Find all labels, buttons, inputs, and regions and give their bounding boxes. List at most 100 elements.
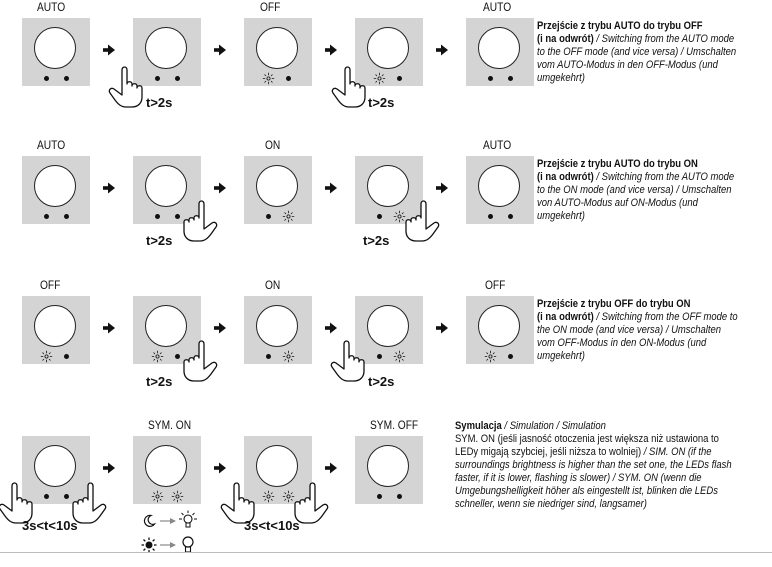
knob xyxy=(34,445,76,487)
arrow-right-icon xyxy=(325,462,337,474)
arrow-right-icon xyxy=(214,322,226,334)
knob xyxy=(145,165,187,207)
panel-label: AUTO xyxy=(37,0,66,14)
panel-label: SYM. OFF xyxy=(370,418,419,432)
switch-panel xyxy=(466,156,534,224)
led-off-icon xyxy=(377,354,382,359)
panel-label: OFF xyxy=(485,278,506,292)
led-lit-icon xyxy=(393,350,406,363)
led-lit-icon xyxy=(282,350,295,363)
led-off-icon xyxy=(508,214,513,219)
led-lit-icon xyxy=(151,350,164,363)
switch-panel xyxy=(244,296,312,364)
arrow-right-icon xyxy=(103,322,115,334)
time-label: t>2s xyxy=(368,95,395,110)
arrow-right-icon xyxy=(325,182,337,194)
led-off-icon xyxy=(397,76,402,81)
switch-panel xyxy=(466,18,534,86)
knob xyxy=(145,27,187,69)
led-off-icon xyxy=(44,76,49,81)
arrow-right-icon xyxy=(103,462,115,474)
knob xyxy=(34,27,76,69)
led-off-icon xyxy=(266,214,271,219)
knob xyxy=(34,165,76,207)
arrow-right-icon xyxy=(103,44,115,56)
led-off-icon xyxy=(44,214,49,219)
led-lit-icon xyxy=(484,350,497,363)
divider xyxy=(0,552,772,553)
led-off-icon xyxy=(64,76,69,81)
switch-panel xyxy=(22,436,90,504)
led-off-icon xyxy=(266,354,271,359)
knob xyxy=(367,27,409,69)
led-off-icon xyxy=(155,214,160,219)
hand-press-icon xyxy=(176,198,218,242)
led-off-icon xyxy=(175,214,180,219)
time-label: t>2s xyxy=(363,233,390,248)
led-lit-icon xyxy=(282,210,295,223)
led-off-icon xyxy=(488,214,493,219)
led-off-icon xyxy=(64,494,69,499)
arrow-right-icon xyxy=(214,182,226,194)
moon-icon xyxy=(143,514,156,527)
sun-icon xyxy=(141,537,157,553)
mode-description: Przejście z trybu OFF do trybu ON (i na … xyxy=(537,298,738,362)
knob xyxy=(478,305,520,347)
knob xyxy=(478,27,520,69)
panel-label: SYM. ON xyxy=(148,418,192,432)
led-lit-icon xyxy=(171,490,184,503)
hand-press-icon xyxy=(331,64,373,108)
switch-panel xyxy=(355,436,423,504)
knob xyxy=(367,305,409,347)
knob xyxy=(145,305,187,347)
switch-panel xyxy=(133,18,201,86)
arrow-right-icon xyxy=(325,44,337,56)
switch-panel xyxy=(22,18,90,86)
switch-panel xyxy=(355,18,423,86)
panel-label: ON xyxy=(265,138,281,152)
knob xyxy=(256,305,298,347)
led-off-icon xyxy=(175,354,180,359)
panel-label: AUTO xyxy=(37,138,66,152)
led-lit-icon xyxy=(373,72,386,85)
switch-panel xyxy=(355,156,423,224)
time-label: 3s<t<10s xyxy=(244,518,300,533)
panel-label: ON xyxy=(265,278,281,292)
panel-label: OFF xyxy=(260,0,281,14)
knob xyxy=(367,445,409,487)
led-off-icon xyxy=(377,494,382,499)
hand-press-icon xyxy=(330,338,372,382)
time-label: t>2s xyxy=(368,374,395,389)
lightbulb-lit-icon xyxy=(179,510,197,528)
arrow-right-icon xyxy=(160,518,176,524)
panel-label: OFF xyxy=(40,278,61,292)
mode-description: Przejście z trybu AUTO do trybu ON (i na… xyxy=(537,158,735,222)
arrow-right-icon xyxy=(214,462,226,474)
led-off-icon xyxy=(64,354,69,359)
led-off-icon xyxy=(508,76,513,81)
led-lit-icon xyxy=(40,350,53,363)
time-label: t>2s xyxy=(146,95,173,110)
led-off-icon xyxy=(377,214,382,219)
knob xyxy=(256,27,298,69)
arrow-right-icon xyxy=(160,542,176,548)
switch-panel xyxy=(22,156,90,224)
arrow-right-icon xyxy=(436,44,448,56)
led-off-icon xyxy=(64,214,69,219)
switch-panel xyxy=(133,156,201,224)
switch-panel xyxy=(466,296,534,364)
switch-panel xyxy=(355,296,423,364)
hand-press-icon xyxy=(398,198,440,242)
led-lit-icon xyxy=(262,72,275,85)
knob xyxy=(145,445,187,487)
time-label: 3s<t<10s xyxy=(22,518,78,533)
led-off-icon xyxy=(175,76,180,81)
led-lit-icon xyxy=(151,490,164,503)
hand-press-icon xyxy=(176,338,218,382)
knob xyxy=(478,165,520,207)
arrow-right-icon xyxy=(436,182,448,194)
time-label: t>2s xyxy=(146,233,173,248)
led-off-icon xyxy=(508,354,513,359)
led-lit-icon xyxy=(262,490,275,503)
arrow-right-icon xyxy=(214,44,226,56)
